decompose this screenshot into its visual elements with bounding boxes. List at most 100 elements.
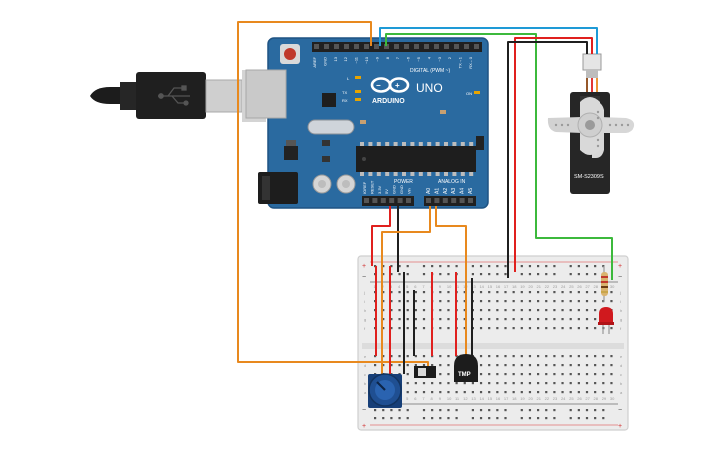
column-number: 17 <box>504 396 509 401</box>
potentiometer-icon[interactable] <box>368 373 402 408</box>
column-number: 23 <box>553 396 558 401</box>
top-pin-label: ~5 <box>416 56 421 61</box>
column-number: 5 <box>406 396 409 401</box>
column-number: 24 <box>561 396 566 401</box>
top-pin-label: ~3 <box>437 56 442 61</box>
row-letter: a <box>620 390 623 395</box>
led-tx-label: TX <box>342 90 347 95</box>
column-number: 19 <box>520 284 525 289</box>
usb-controller-chip <box>322 93 336 107</box>
column-number: 16 <box>496 284 501 289</box>
temperature-sensor-icon[interactable]: TMP <box>454 354 478 382</box>
column-number: 29 <box>602 396 607 401</box>
analog-pin-label: A2 <box>443 188 449 194</box>
column-number: 30 <box>610 396 615 401</box>
row-letter: f <box>364 326 366 331</box>
column-number: 28 <box>594 284 599 289</box>
top-pin-label: AREF <box>312 56 317 67</box>
reset-button-cap[interactable] <box>284 48 296 60</box>
led-icon[interactable] <box>598 307 614 334</box>
column-number: 7 <box>422 396 425 401</box>
column-number: 21 <box>537 396 542 401</box>
top-pin-label: 8 <box>385 56 390 59</box>
column-number: 13 <box>471 284 476 289</box>
rail-plus-bottom-right: + <box>618 423 622 430</box>
column-number: 18 <box>512 284 517 289</box>
rail-minus-top-left: − <box>362 274 366 281</box>
analog-label: ANALOG IN <box>438 179 466 185</box>
wire-red-5v[interactable] <box>371 206 391 266</box>
column-number: 6 <box>414 284 417 289</box>
servo-connector <box>582 53 602 71</box>
wire-blue-pin10[interactable] <box>379 27 598 54</box>
board-model: UNO <box>416 81 443 95</box>
svg-text:+: + <box>395 81 400 90</box>
column-number: 26 <box>577 396 582 401</box>
column-number: 10 <box>447 284 452 289</box>
power-pin-label: 3.3V <box>377 185 382 194</box>
analog-pin-label: A5 <box>468 188 474 194</box>
led-l-label: L <box>347 76 350 81</box>
row-letter: d <box>364 363 366 368</box>
column-number: 30 <box>610 284 615 289</box>
column-number: 20 <box>528 396 533 401</box>
servo-icon[interactable]: SM-S2309S <box>547 53 635 194</box>
analog-pin-label: A1 <box>434 188 440 194</box>
wire-orange-pin12[interactable] <box>237 21 429 370</box>
column-number: 3 <box>390 284 393 289</box>
wire-black-servo[interactable] <box>507 41 588 278</box>
resistor-icon[interactable] <box>601 266 608 302</box>
column-number: 17 <box>504 284 509 289</box>
top-pin-label: 7 <box>395 56 400 59</box>
column-number: 13 <box>471 396 476 401</box>
row-letter: f <box>620 326 622 331</box>
top-pin-label: ~6 <box>406 56 411 61</box>
column-number: 28 <box>594 396 599 401</box>
column-number: 7 <box>422 284 425 289</box>
rail-minus-bottom-right: − <box>618 407 622 414</box>
row-letter: c <box>364 372 366 377</box>
top-pin-label: GND <box>322 57 327 66</box>
row-letter: i <box>364 299 365 304</box>
analog-header <box>424 196 476 206</box>
top-pin-label: 13 <box>333 56 338 61</box>
wire-orange-a0[interactable] <box>381 206 431 380</box>
top-pin-label: ~9 <box>374 56 379 61</box>
column-number: 26 <box>577 284 582 289</box>
top-pin-label: 4 <box>426 56 431 59</box>
crystal-oscillator <box>307 119 355 135</box>
column-number: 11 <box>455 284 460 289</box>
column-number: 27 <box>585 396 590 401</box>
usb-cable-icon <box>90 70 266 122</box>
analog-pin-label: A3 <box>451 188 457 194</box>
top-pin-label: ~11 <box>354 56 359 63</box>
rail-plus-top-left: + <box>362 263 366 270</box>
row-letter: h <box>620 308 622 313</box>
rail-plus-bottom-left: + <box>362 423 366 430</box>
column-number: 4 <box>398 284 401 289</box>
row-letter: b <box>620 381 623 386</box>
wire-red-servo[interactable] <box>514 37 593 272</box>
row-letter: j <box>363 290 365 295</box>
column-number: 9 <box>439 284 442 289</box>
rail-minus-bottom-left: − <box>362 407 366 414</box>
atmega-chip <box>356 146 476 172</box>
power-pin-label: Vin <box>406 188 411 194</box>
wire-green-pin9[interactable] <box>385 33 613 280</box>
column-number: 20 <box>528 284 533 289</box>
row-letter: i <box>620 299 621 304</box>
sensor-label: TMP <box>458 372 471 378</box>
column-number: 25 <box>569 396 574 401</box>
column-number: 25 <box>569 284 574 289</box>
column-number: 14 <box>479 284 484 289</box>
column-number: 18 <box>512 396 517 401</box>
power-pin-label: RESET <box>369 180 374 194</box>
analog-pin-label: A4 <box>460 188 466 194</box>
row-letter: g <box>364 317 366 322</box>
wire-orange-a1[interactable] <box>435 206 467 356</box>
column-number: 16 <box>496 396 501 401</box>
slide-switch-icon[interactable] <box>414 366 436 378</box>
